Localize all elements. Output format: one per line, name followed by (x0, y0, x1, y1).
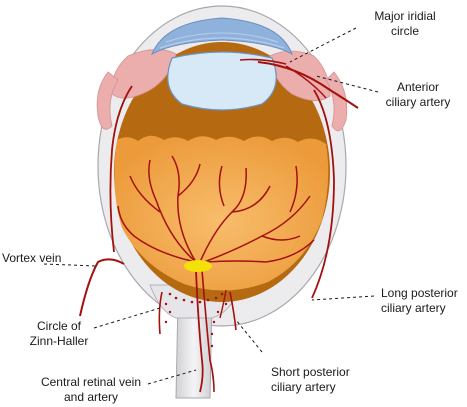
macula (184, 260, 212, 272)
short-posterior-ciliary-vessel (229, 291, 237, 331)
cornea-stripes (165, 32, 279, 43)
cornea-stripes (159, 37, 285, 49)
vortex-vein-vessel (79, 258, 125, 317)
lens (167, 51, 277, 111)
label-long-posterior-ciliary-artery: Long posterior ciliary artery (381, 286, 458, 315)
long-posterior-ciliary-vessel (311, 89, 335, 299)
anterior-ciliary-vessel (257, 61, 359, 109)
leader-lines (43, 27, 379, 385)
label-major-iridial-circle: Major iridial circle (374, 9, 436, 38)
central-retinal-vessel (195, 269, 204, 393)
label-anterior-ciliary-artery: Anterior ciliary artery (385, 80, 451, 109)
short-posterior-ciliary-vessel (219, 289, 227, 319)
label-central-retinal-vein-and-artery: Central retinal vein and artery (40, 375, 142, 404)
long-posterior-ciliary-vessel (109, 85, 133, 253)
retina-layer (114, 135, 329, 291)
label-vortex-vein: Vortex vein (2, 251, 62, 265)
conjunctiva-left (96, 71, 119, 130)
conjunctiva-right (325, 71, 348, 132)
label-short-posterior-ciliary-artery: Short posterior ciliary artery (271, 365, 350, 394)
major-iridial-vessel (239, 58, 287, 65)
short-posterior-ciliary-vessel (158, 291, 163, 335)
cornea (151, 17, 293, 56)
retinal-vessel-tree (117, 155, 315, 263)
zinn-haller-dots (164, 292, 228, 348)
anterior-ciliary-vessel (285, 65, 327, 99)
label-circle-of-zinn-haller: Circle of Zinn-Haller (29, 319, 89, 348)
central-retinal-vessel (201, 269, 215, 393)
